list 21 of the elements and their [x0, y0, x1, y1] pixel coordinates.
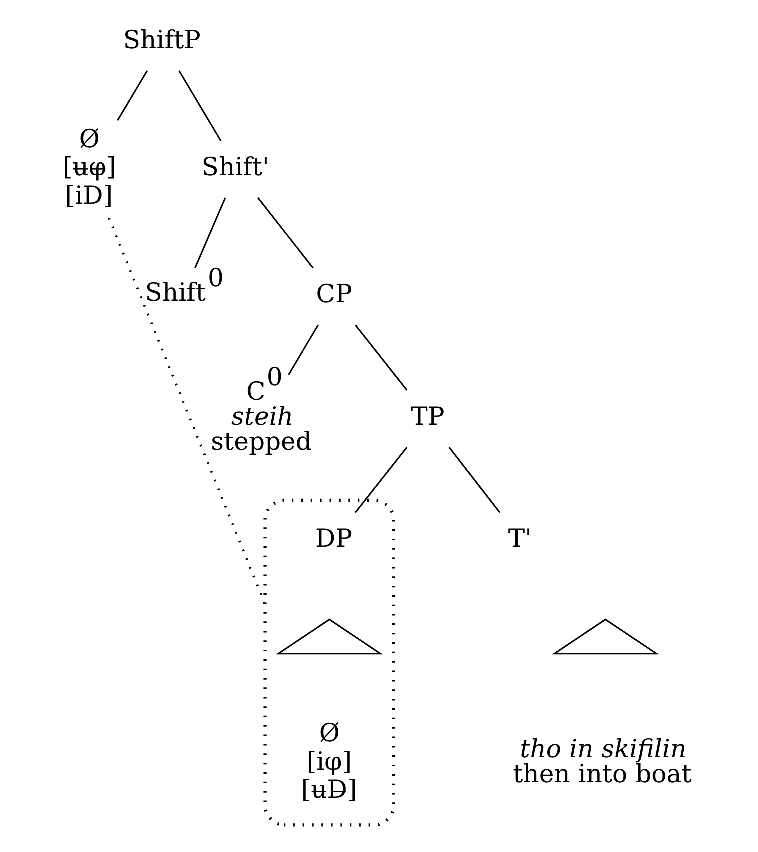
node-triangle	[552, 618, 660, 655]
node-triangle	[276, 618, 384, 655]
connector	[194, 198, 226, 269]
connector	[355, 324, 408, 391]
connector	[354, 447, 408, 514]
connector	[108, 218, 266, 606]
node-text: DP	[315, 524, 352, 554]
connector	[448, 447, 501, 514]
connector	[288, 324, 319, 376]
node-text: Ø [iφ] [u̶D̶]	[301, 718, 358, 804]
node-label: tho in skifilin	[520, 734, 687, 764]
node-text: T'	[508, 524, 532, 554]
connector	[258, 198, 314, 269]
cluster	[264, 498, 396, 827]
node-text: ShiftP	[123, 25, 201, 54]
node-text: Shift'	[202, 152, 270, 182]
connector	[178, 70, 222, 142]
node-text: TP	[411, 402, 445, 431]
node-text: Ø [u̶φ̶] [iD]	[62, 124, 116, 210]
node-text: CP	[316, 280, 352, 309]
connector	[117, 70, 148, 122]
